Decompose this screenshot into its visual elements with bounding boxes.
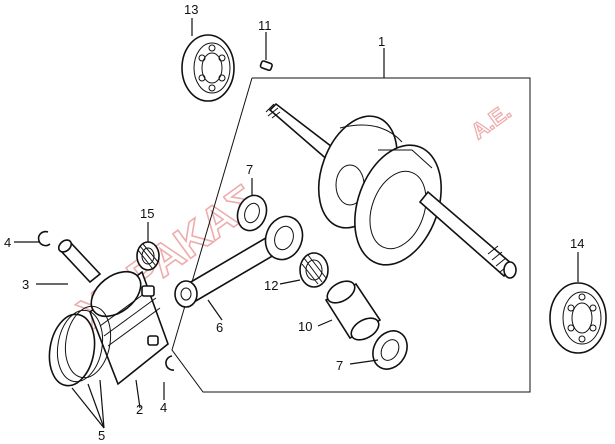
thrust-washer-7-upper	[236, 194, 268, 232]
needle-bearing-12	[299, 252, 329, 288]
callout-13: 13	[184, 2, 198, 17]
callout-4-upper: 4	[4, 235, 11, 250]
callout-labels: 1 2 3 4 4 5 6 7 7 10 11 12 13 14 15	[4, 2, 584, 443]
callout-12: 12	[264, 278, 278, 293]
piston-2	[89, 270, 169, 386]
watermark-suffix: Α.Ε.	[466, 99, 515, 144]
bearing-13	[181, 34, 235, 102]
callout-11: 11	[258, 18, 272, 33]
crankshaft-1	[265, 102, 517, 279]
bearing-14	[549, 282, 607, 354]
leader-lines	[14, 18, 579, 429]
circlip-4-upper	[37, 230, 51, 247]
callout-7-lower: 7	[336, 358, 343, 373]
thrust-washer-7-lower	[372, 330, 408, 370]
piston-rings-5	[48, 305, 112, 387]
woodruff-key-11	[259, 60, 273, 72]
callout-2: 2	[136, 402, 143, 417]
callout-5: 5	[98, 428, 105, 443]
circlip-4-lower	[165, 355, 175, 371]
callout-7-upper: 7	[246, 162, 253, 177]
callout-6: 6	[216, 320, 223, 335]
callout-3: 3	[22, 277, 29, 292]
connecting-rod-6	[174, 215, 304, 308]
callout-10: 10	[298, 319, 312, 334]
callout-1: 1	[378, 34, 385, 49]
needle-bearing-15	[136, 241, 160, 271]
piston-pin-3	[57, 239, 102, 284]
callout-4-lower: 4	[160, 400, 167, 415]
callout-14: 14	[570, 236, 584, 251]
crank-pin-10	[324, 280, 382, 341]
callout-15: 15	[140, 206, 154, 221]
